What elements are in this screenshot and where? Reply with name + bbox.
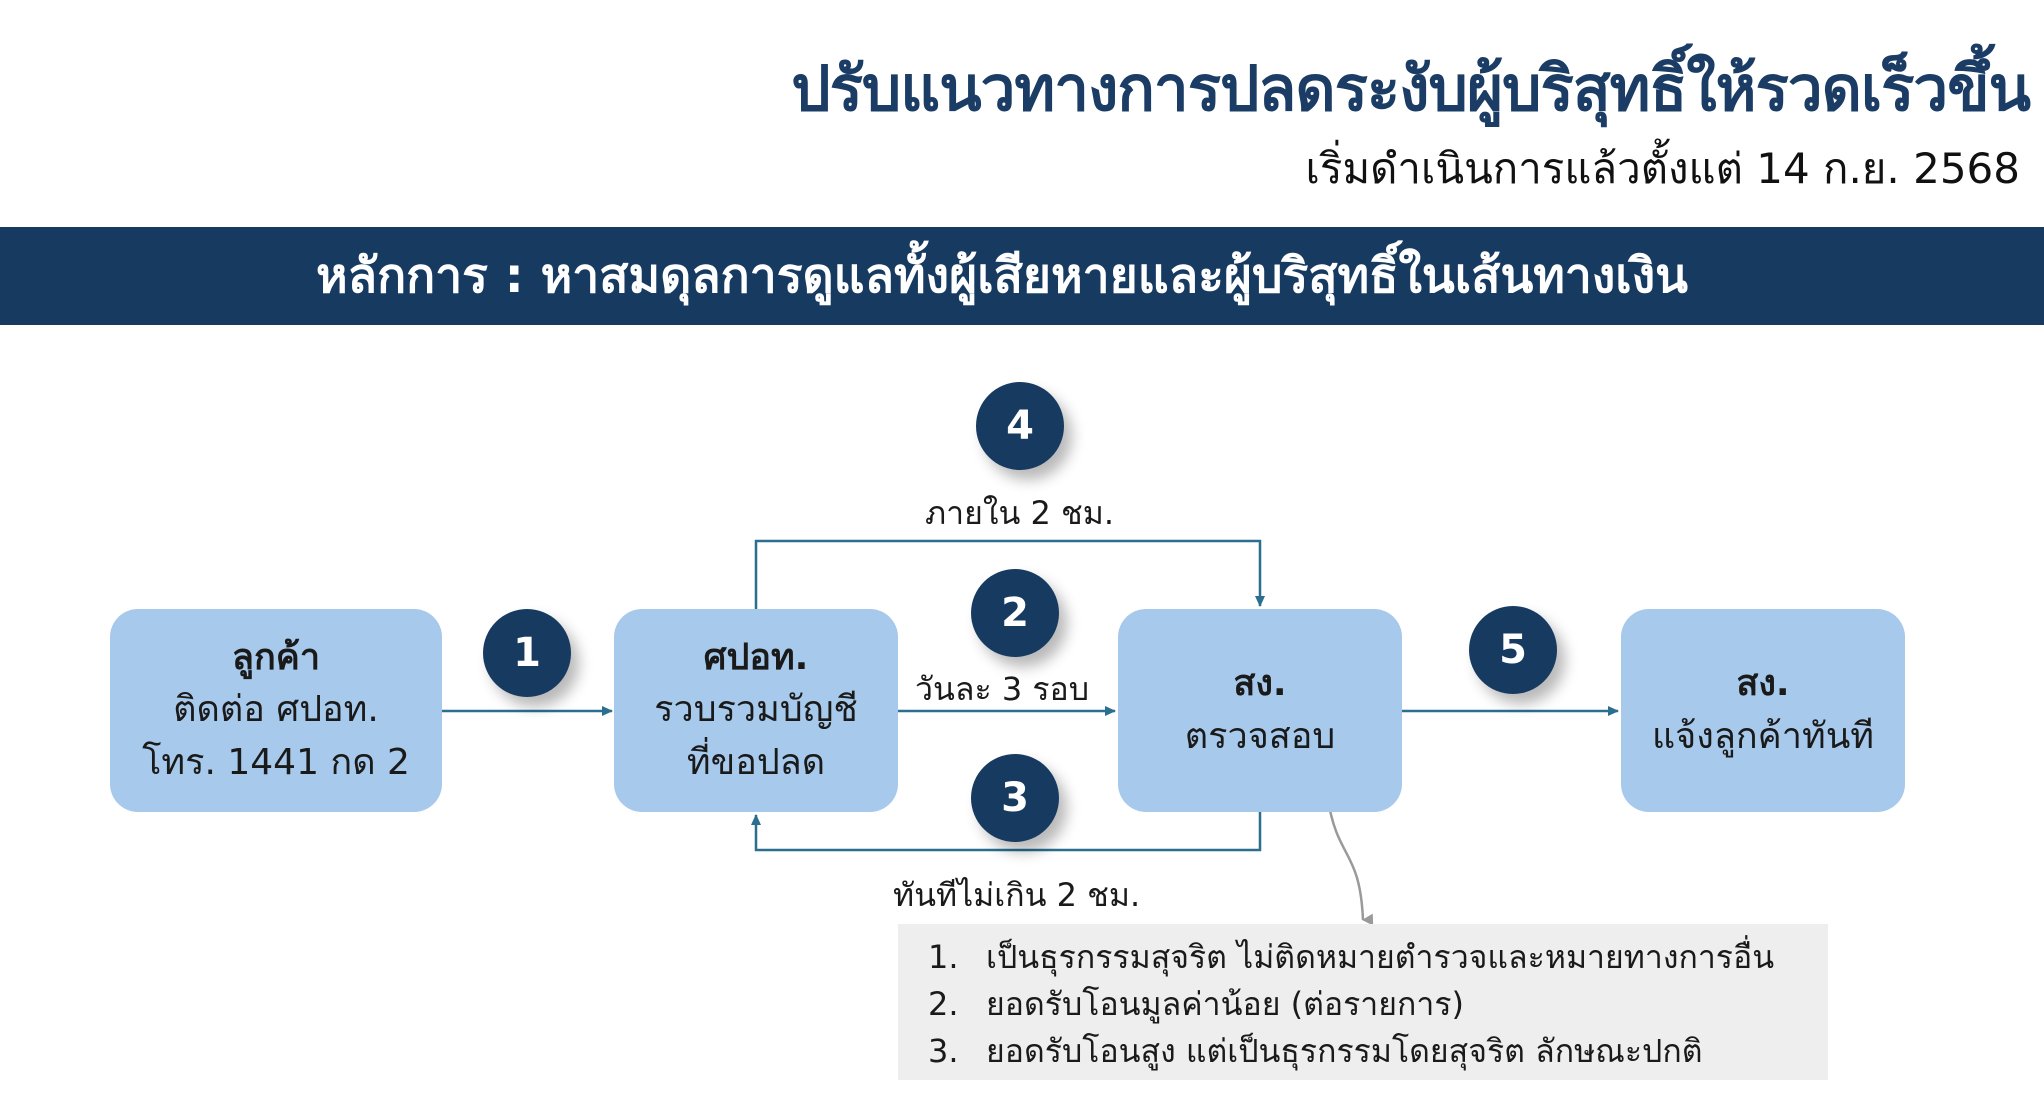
- node-customer-line2: โทร. 1441 กด 2: [142, 741, 410, 783]
- criteria-item-number: 3.: [928, 1032, 959, 1070]
- criteria-item: 2. ยอดรับโอนมูลค่าน้อย (ต่อรายการ): [928, 981, 1828, 1028]
- criteria-item: 3. ยอดรับโอนสูง แต่เป็นธุรกรรมโดยสุจริต …: [928, 1028, 1828, 1075]
- criteria-item: 1. เป็นธุรกรรมสุจริต ไม่ติดหมายตำรวจและห…: [928, 934, 1828, 981]
- criteria-item-number: 1.: [928, 938, 959, 976]
- page-subtitle: เริ่มดำเนินการแล้วตั้งแต่ 14 ก.ย. 2568: [1305, 144, 2020, 193]
- arrow-step4-loop: [754, 539, 1265, 609]
- node-office-check-line1: ตรวจสอบ: [1184, 715, 1336, 757]
- node-office-notify-head: สง.: [1736, 663, 1790, 705]
- node-center-head: ศปอท.: [703, 637, 809, 679]
- node-office-check-head: สง.: [1233, 663, 1287, 705]
- step-badge-3: 3: [971, 754, 1059, 842]
- callout-check-to-criteria: [1326, 799, 1374, 926]
- node-customer: ลูกค้า ติดต่อ ศปอท. โทร. 1441 กด 2: [110, 609, 442, 812]
- node-center-line2: ที่ขอปลด: [686, 741, 826, 783]
- node-center: ศปอท. รวบรวมบัญชี ที่ขอปลด: [614, 609, 898, 812]
- node-center-line1: รวบรวมบัญชี: [654, 689, 858, 731]
- arrow-step3-return: [751, 812, 1262, 852]
- edge-label-immediately-2h: ทันทีไม่เกิน 2 ชม.: [893, 876, 1141, 914]
- node-customer-line1: ติดต่อ ศปอท.: [173, 689, 379, 731]
- page-title: ปรับแนวทางการปลดระงับผู้บริสุทธิ์ให้รวดเ…: [791, 52, 2031, 125]
- step-badge-5: 5: [1469, 606, 1557, 694]
- node-office-notify-line1: แจ้งลูกค้าทันที: [1651, 715, 1875, 757]
- criteria-item-text: ยอดรับโอนมูลค่าน้อย (ต่อรายการ): [986, 985, 1465, 1023]
- criteria-item-number: 2.: [928, 985, 959, 1023]
- principle-banner-text: หลักการ : หาสมดุลการดูแลทั้งผู้เสียหายแล…: [316, 248, 1688, 304]
- principle-banner: หลักการ : หาสมดุลการดูแลทั้งผู้เสียหายแล…: [0, 227, 2044, 325]
- criteria-item-text: ยอดรับโอนสูง แต่เป็นธุรกรรมโดยสุจริต ลัก…: [986, 1032, 1703, 1070]
- criteria-panel: 1. เป็นธุรกรรมสุจริต ไม่ติดหมายตำรวจและห…: [898, 924, 1828, 1080]
- step-badge-1: 1: [483, 609, 571, 697]
- step-badge-4: 4: [976, 382, 1064, 470]
- step-badge-2: 2: [971, 569, 1059, 657]
- node-office-check: สง. ตรวจสอบ: [1118, 609, 1402, 812]
- edge-label-within-2h: ภายใน 2 ชม.: [925, 494, 1114, 532]
- node-customer-head: ลูกค้า: [231, 637, 321, 679]
- criteria-item-text: เป็นธุรกรรมสุจริต ไม่ติดหมายตำรวจและหมาย…: [986, 938, 1775, 976]
- node-office-notify: สง. แจ้งลูกค้าทันที: [1621, 609, 1905, 812]
- edge-label-daily-3-rounds: วันละ 3 รอบ: [915, 670, 1090, 708]
